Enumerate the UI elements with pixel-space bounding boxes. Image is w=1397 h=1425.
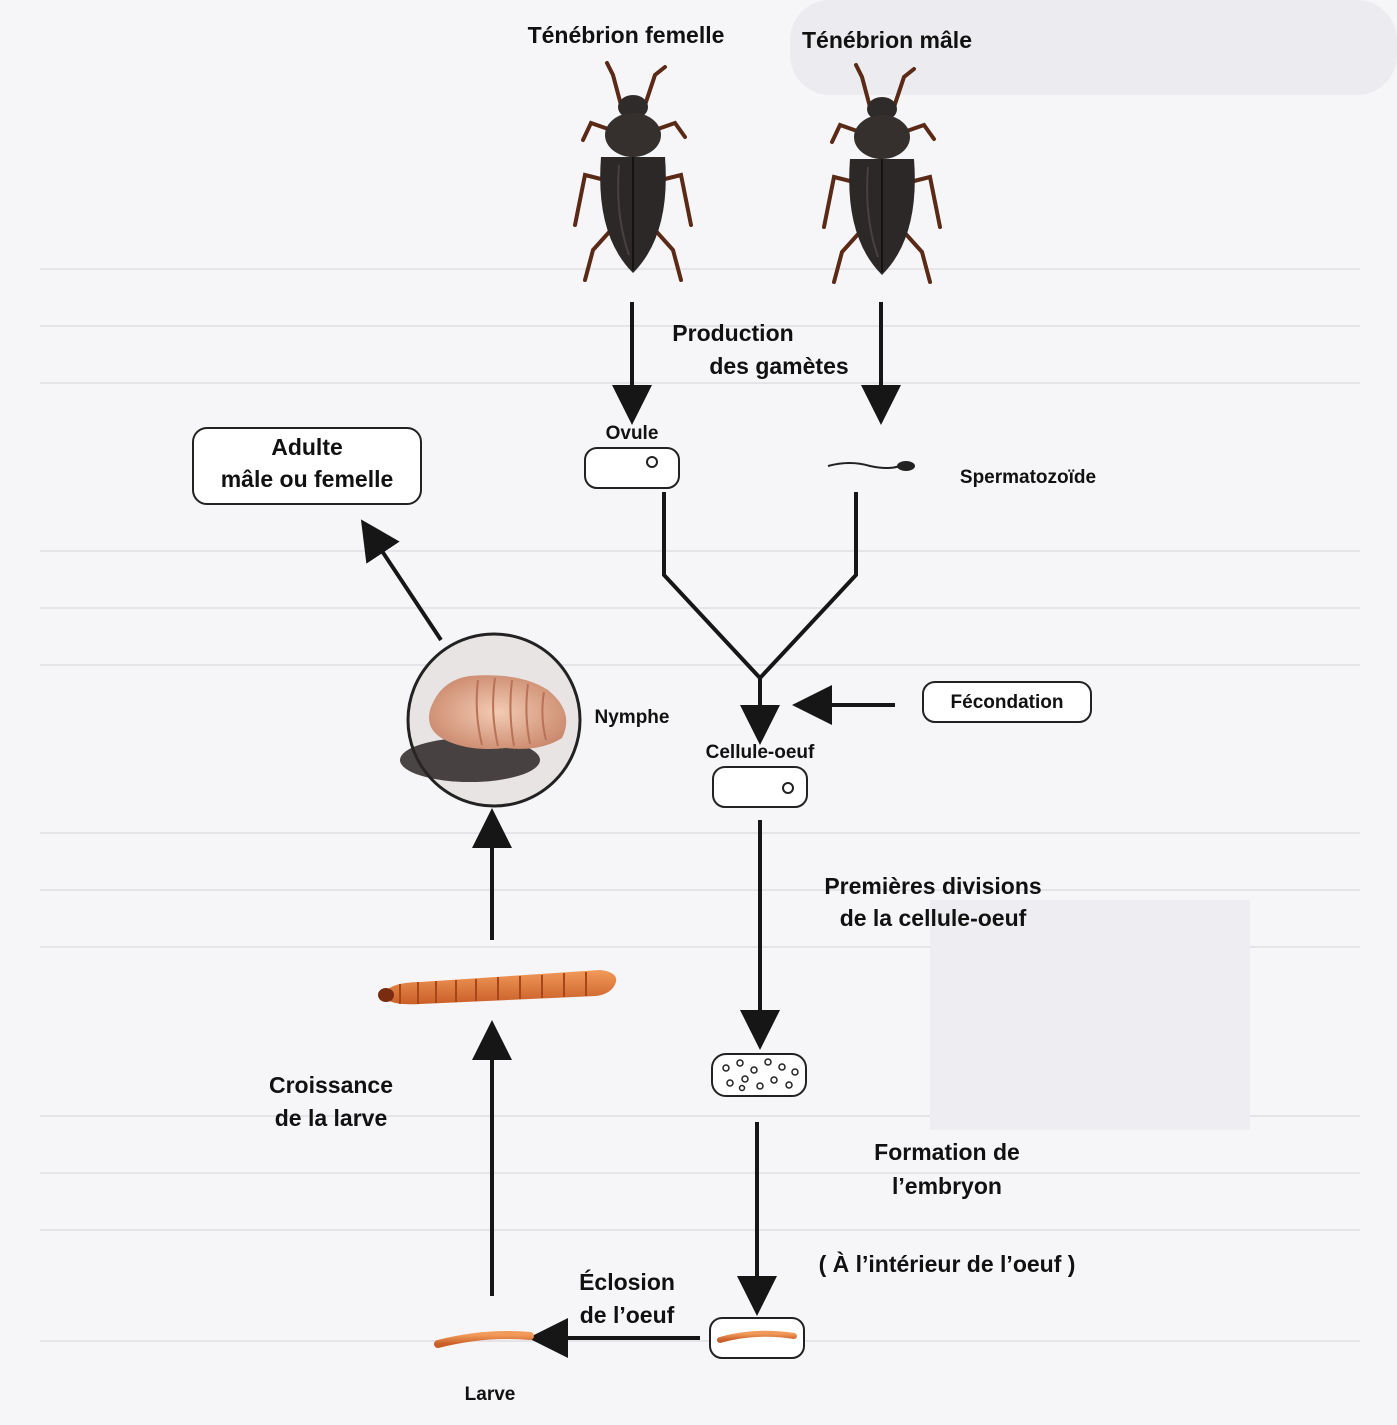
- large-larva-image: [378, 970, 616, 1004]
- embryo-label: Formation de: [874, 1139, 1020, 1165]
- nymph-label: Nymphe: [595, 707, 670, 728]
- larva-growth-label-2: de la larve: [275, 1105, 388, 1131]
- embryo-label-2: l’embryon: [892, 1173, 1002, 1199]
- female-beetle-image: [575, 63, 691, 280]
- male-beetle-image: [824, 65, 940, 282]
- adult-label-2: mâle ou femelle: [221, 466, 394, 492]
- nymph-image: [400, 634, 580, 806]
- divisions-label: Premières divisions: [824, 873, 1041, 899]
- larva-growth-label: Croissance: [269, 1072, 393, 1098]
- female-beetle-label: Ténébrion femelle: [528, 22, 725, 48]
- gamete-production-label-2: des gamètes: [709, 353, 848, 379]
- hatching-label-2: de l’oeuf: [580, 1302, 675, 1328]
- divided-cell-icon: [712, 1054, 806, 1096]
- cellule-oeuf-label: Cellule-oeuf: [706, 742, 815, 763]
- fusion-line-right: [760, 492, 856, 678]
- larva-label: Larve: [465, 1384, 516, 1405]
- inside-egg-label: ( À l’intérieur de l’oeuf ): [819, 1250, 1076, 1277]
- egg-with-embryo-icon: [710, 1318, 804, 1358]
- ovule-icon: [585, 448, 679, 488]
- hatching-label: Éclosion: [579, 1268, 675, 1295]
- small-larva-image: [438, 1335, 530, 1344]
- divisions-label-2: de la cellule-oeuf: [840, 905, 1027, 931]
- fecondation-label: Fécondation: [951, 692, 1064, 713]
- gamete-production-label: Production: [672, 320, 793, 346]
- spermatozoid-icon: [828, 461, 915, 471]
- adult-label: Adulte: [271, 434, 343, 460]
- fusion-line-left: [664, 492, 760, 678]
- male-beetle-label: Ténébrion mâle: [802, 27, 972, 53]
- ovule-label: Ovule: [606, 423, 659, 444]
- spermatozoid-label: Spermatozoïde: [960, 467, 1096, 488]
